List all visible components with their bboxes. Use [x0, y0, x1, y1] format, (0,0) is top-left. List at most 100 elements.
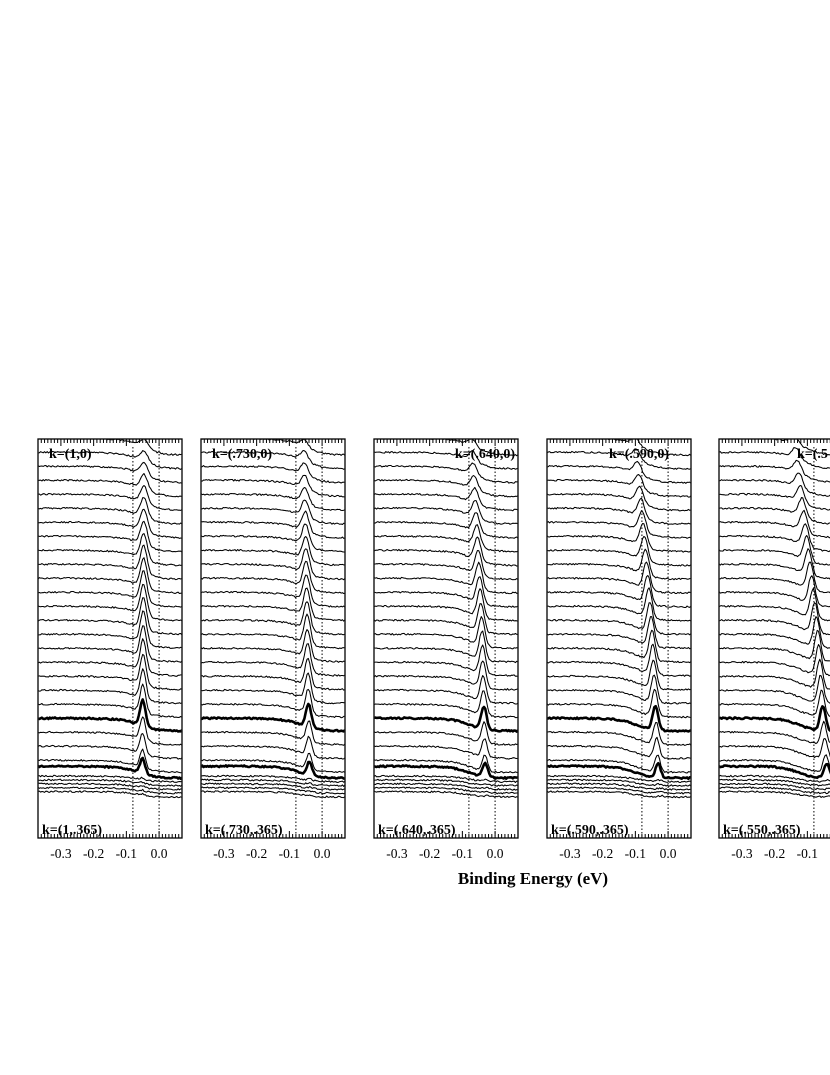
- edc-trace: [38, 638, 182, 677]
- edc-trace: [374, 549, 518, 581]
- edc-trace: [547, 688, 691, 719]
- edc-trace: [547, 587, 691, 622]
- edc-trace: [38, 790, 182, 799]
- x-tick-label: -0.3: [213, 846, 235, 861]
- edc-trace: [374, 616, 518, 650]
- edc-trace: [547, 754, 691, 774]
- edc-trace: [547, 448, 691, 470]
- edc-trace: [201, 774, 345, 784]
- panel-bottom-label: k=(.590,.365): [551, 823, 629, 838]
- edc-trace: [374, 576, 518, 608]
- edc-trace: [547, 548, 691, 581]
- x-tick-label: -0.2: [83, 846, 104, 861]
- edc-trace: [38, 774, 182, 783]
- edc-trace: [38, 782, 182, 791]
- edc-trace: [38, 683, 182, 719]
- edc-trace: [547, 460, 691, 484]
- edc-trace: [547, 485, 691, 512]
- edc-trace: [201, 523, 345, 553]
- panel-top-label: k=(.730,0): [212, 447, 272, 462]
- edc-trace: [719, 774, 830, 783]
- edc-trace: [201, 535, 345, 567]
- x-tick-label: -0.1: [625, 846, 646, 861]
- edc-trace: [38, 668, 182, 705]
- edc-trace: [547, 782, 691, 791]
- x-tick-label: -0.1: [452, 846, 473, 861]
- edc-trace: [374, 705, 518, 733]
- edc-trace: [201, 760, 345, 780]
- edc-trace: [374, 512, 518, 539]
- edc-trace: [374, 644, 518, 677]
- x-tick-label: 0.0: [487, 846, 504, 861]
- edc-trace: [201, 486, 345, 512]
- edc-trace: [547, 659, 691, 691]
- edc-trace: [719, 575, 830, 608]
- edc-trace: [719, 484, 830, 511]
- edc-trace: [38, 461, 182, 484]
- edc-trace: [374, 630, 518, 664]
- edc-trace: [38, 786, 182, 795]
- edc-trace: [201, 449, 345, 470]
- edc-trace: [374, 761, 518, 780]
- edc-trace: [201, 560, 345, 595]
- edc-trace: [374, 774, 518, 784]
- edc-trace: [201, 688, 345, 719]
- edc-trace: [38, 733, 182, 760]
- edc-trace: [719, 762, 830, 780]
- edc-trace: [374, 674, 518, 705]
- edc-trace: [201, 752, 345, 774]
- edc-trace: [547, 736, 691, 760]
- edc-trace: [38, 625, 182, 663]
- edc-trace: [374, 500, 518, 525]
- edc-trace: [374, 524, 518, 553]
- edc-trace: [374, 536, 518, 567]
- x-tick-label: 0.0: [660, 846, 677, 861]
- edc-trace: [547, 761, 691, 781]
- edc-trace: [719, 548, 830, 580]
- edc-trace: [201, 735, 345, 760]
- edc-trace: [38, 756, 182, 781]
- edc-trace: [201, 629, 345, 663]
- x-tick-label: 0.0: [151, 846, 168, 861]
- edc-trace: [547, 616, 691, 650]
- edc-trace: [719, 523, 830, 553]
- edc-trace: [374, 778, 518, 787]
- edc-trace: [719, 472, 830, 497]
- edc-trace: [201, 657, 345, 691]
- edc-trace: [38, 533, 182, 567]
- edc-trace: [719, 658, 830, 690]
- edc-trace: [201, 462, 345, 484]
- edc-trace: [38, 508, 182, 539]
- edc-trace: [719, 737, 830, 759]
- edc-trace: [201, 778, 345, 787]
- x-tick-label: -0.2: [592, 846, 613, 861]
- edc-trace: [719, 786, 830, 795]
- edc-trace: [547, 629, 691, 664]
- edc-trace: [719, 561, 830, 594]
- edc-trace: [719, 587, 830, 622]
- edc-trace: [547, 721, 691, 746]
- edc-trace: [374, 588, 518, 622]
- edc-trace: [547, 774, 691, 784]
- edc-trace: [547, 674, 691, 705]
- x-tick-label: -0.1: [797, 846, 818, 861]
- panel-traces: [719, 439, 830, 836]
- edc-trace: [201, 720, 345, 746]
- x-tick-label: -0.3: [386, 846, 408, 861]
- edc-trace: [547, 561, 691, 595]
- edc-trace: [719, 616, 830, 649]
- edc-trace: [719, 459, 830, 483]
- x-axis-title: Binding Energy (eV): [458, 869, 608, 888]
- panel-top-label: k=(.590,0): [609, 447, 669, 462]
- edc-trace: [547, 643, 691, 677]
- edc-trace: [547, 574, 691, 609]
- edc-trace: [719, 509, 830, 539]
- edc-trace: [38, 653, 182, 691]
- panel-5: -0.3-0.2-0.1k=(.5k=(.550,.365): [718, 438, 830, 861]
- edc-trace: [719, 782, 830, 791]
- edc-trace: [719, 705, 830, 732]
- edc-trace: [547, 510, 691, 539]
- edc-trace: [201, 574, 345, 608]
